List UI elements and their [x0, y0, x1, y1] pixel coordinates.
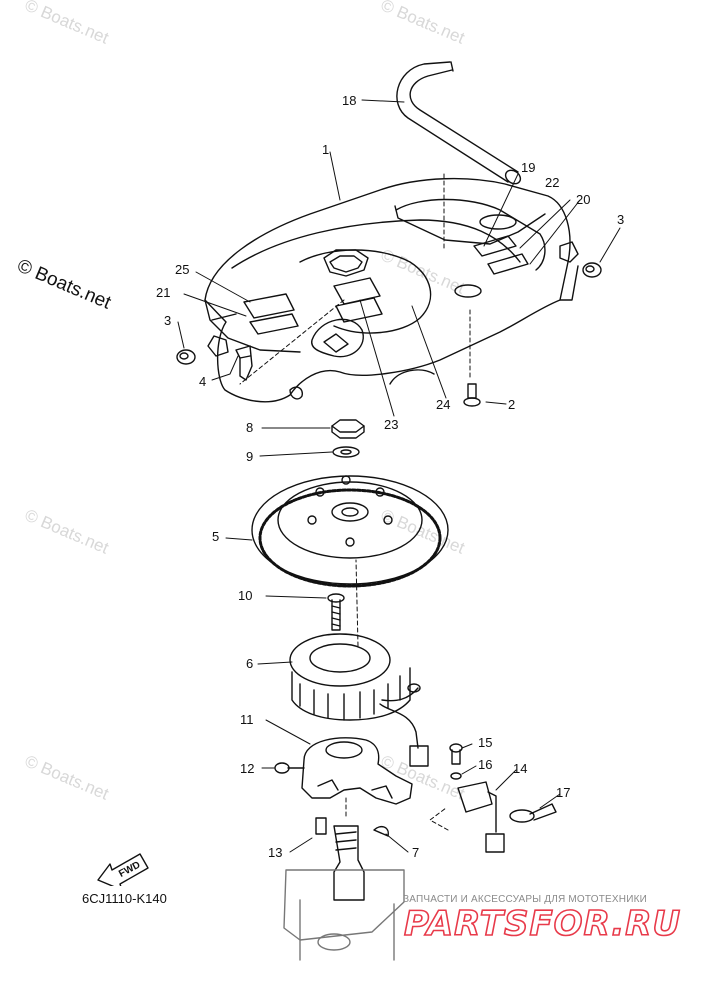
callout-2: 2 — [508, 397, 516, 412]
callout-25: 25 — [175, 262, 190, 277]
callout-3: 3 — [617, 212, 625, 227]
brand-logo: PARTSFOR.RU — [403, 903, 682, 945]
callout-4: 4 — [199, 374, 207, 389]
fwd-arrow-icon: FWD — [96, 846, 152, 891]
grommet-part — [176, 241, 602, 365]
callout-1: 1 — [322, 142, 330, 157]
stator-bolt-part — [327, 593, 345, 631]
callout-22: 22 — [545, 175, 560, 190]
clip-part — [235, 345, 253, 381]
callout-5: 5 — [212, 529, 220, 544]
callout-9: 9 — [246, 449, 254, 464]
callout-7: 7 — [412, 845, 420, 860]
crankshaft-part — [283, 817, 405, 961]
callout-18: 18 — [342, 93, 357, 108]
callout-20: 20 — [576, 192, 591, 207]
nut-washer-parts — [331, 419, 365, 458]
pulser-coil-parts — [449, 743, 557, 853]
callout-17: 17 — [556, 785, 571, 800]
stator-part — [289, 633, 429, 767]
flywheel-cover-part — [204, 177, 579, 403]
brand-tagline: ЗАПЧАСТИ И АКСЕССУАРЫ ДЛЯ МОТОТЕХНИКИ — [403, 894, 648, 905]
flywheel-part — [251, 475, 449, 588]
leader-lines — [177, 99, 621, 853]
base-plate-part — [274, 737, 413, 805]
callout-6: 6 — [246, 656, 254, 671]
callout-14: 14 — [513, 761, 528, 776]
callout-10: 10 — [238, 588, 253, 603]
callout-24: 24 — [436, 397, 451, 412]
callout-3b: 3 — [164, 313, 172, 328]
callout-15: 15 — [478, 735, 493, 750]
decal-parts — [243, 235, 529, 335]
callout-21: 21 — [156, 285, 171, 300]
callout-11: 11 — [240, 712, 254, 727]
hose-part — [396, 61, 522, 185]
callout-16: 16 — [478, 757, 493, 772]
callout-12: 12 — [240, 761, 255, 776]
diagram-code: 6CJ1110-K140 — [82, 891, 167, 906]
callout-23: 23 — [384, 417, 399, 432]
callout-13: 13 — [268, 845, 283, 860]
callout-8: 8 — [246, 420, 254, 435]
callout-19: 19 — [521, 160, 536, 175]
bolt-part — [463, 383, 481, 407]
